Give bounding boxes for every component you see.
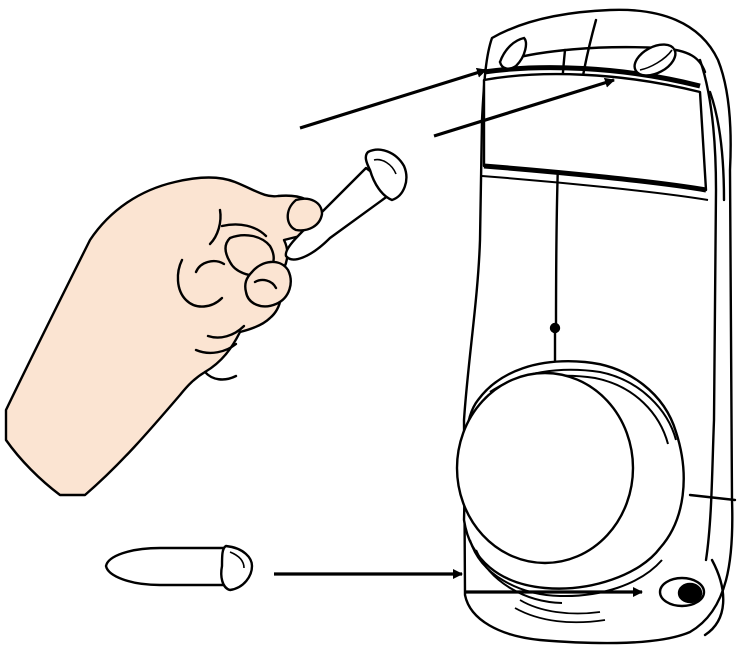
insert-pin-bottom <box>106 546 252 590</box>
pin-hole-bottom <box>660 578 704 606</box>
arrow-top-left <box>300 70 486 128</box>
hand <box>6 178 319 496</box>
insert-pin-held <box>286 150 407 260</box>
